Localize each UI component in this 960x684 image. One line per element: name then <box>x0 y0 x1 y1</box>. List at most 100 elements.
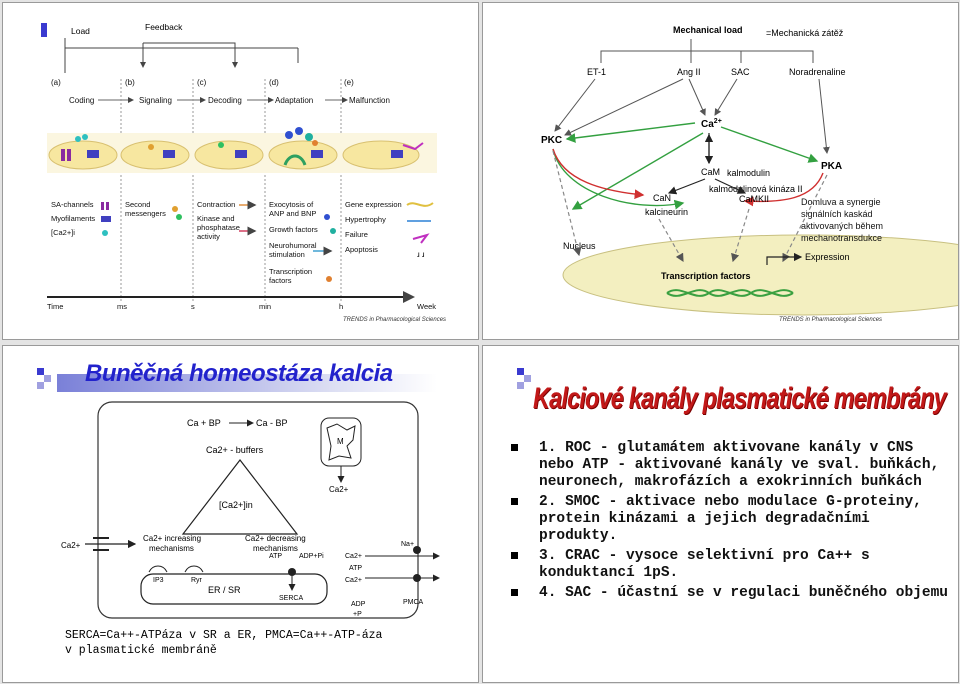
ca-outside-label: Ca2+ <box>61 541 81 550</box>
title-bar <box>57 374 437 392</box>
ang2-label: Ang II <box>677 67 701 77</box>
channel-list: 1. ROC - glutamátem aktivovane kanály v … <box>511 440 949 605</box>
slide-title: Buněčná homeostáza kalcia <box>85 360 393 387</box>
col-d-item-7: factors <box>269 276 292 285</box>
signaling-diagram: Nucleus Mechanical load =Mechanická zátě… <box>541 25 958 323</box>
pka-node: PKA <box>821 161 842 172</box>
kalmodulin-kinase-label: kalmodulinová kináza II <box>709 184 803 194</box>
feedback-label: Feedback <box>145 22 183 32</box>
exchanger-icon <box>413 546 421 554</box>
ca-exch2-label: Ca2+ <box>345 577 362 584</box>
atp2-label: ATP <box>349 565 362 572</box>
stage-c-name: Decoding <box>208 96 242 105</box>
col-d-item-5: stimulation <box>269 250 305 259</box>
cell-icons <box>48 127 424 170</box>
col-c-item-2: Kinase and <box>197 214 235 223</box>
et1-label: ET-1 <box>587 67 606 77</box>
ryr-label: Ryr <box>191 577 203 584</box>
col-c-item-1: Contraction <box>197 200 235 209</box>
nucleus-label: Nucleus <box>563 241 596 251</box>
list-item: 2. SMOC - aktivace nebo modulace G-prote… <box>511 494 949 545</box>
ca-in-label: [Ca2+]in <box>219 500 253 510</box>
serca-label: SERCA <box>279 595 303 602</box>
col-d-item-2: ANP and BNP <box>269 209 316 218</box>
increasing-line-2: mechanisms <box>149 544 194 553</box>
bullet-icon <box>511 444 518 451</box>
kalcineurin-label: kalcineurin <box>645 207 688 217</box>
note-line-3: aktivovaných během <box>801 221 883 231</box>
credit-text: TRENDS in Pharmacological Sciences <box>343 317 446 323</box>
timeline-label-5: Week <box>417 302 436 311</box>
caption: SERCA=Ca++-ATPáza v SR a ER, PMCA=Ca++-A… <box>65 628 382 658</box>
dna-helix-icon <box>666 289 794 297</box>
stage-b-letter: (b) <box>125 78 135 87</box>
stage-d-letter: (d) <box>269 78 279 87</box>
slide-marker-icon <box>517 368 531 389</box>
col-d-item-1: Exocytosis of <box>269 200 314 209</box>
credit-text-2: TRENDS in Pharmacological Sciences <box>779 317 882 323</box>
homeostasis-diagram: Ca + BP Ca - BP Ca2+ - buffers [Ca2+]in … <box>37 368 440 619</box>
bullet-icon <box>511 552 518 559</box>
transcription-label: Transcription factors <box>661 271 751 281</box>
stage-a-name: Coding <box>69 96 94 105</box>
bullet-icon <box>511 498 518 505</box>
can-node: CaN <box>653 193 671 203</box>
adp-p-line-1: ADP <box>351 601 366 608</box>
ip3-label: IP3 <box>153 577 164 584</box>
kalmodulin-label: kalmodulin <box>727 168 770 178</box>
slide-calcium-homeostasis: Ca + BP Ca - BP Ca2+ - buffers [Ca2+]in … <box>2 345 479 683</box>
er-sr-label: ER / SR <box>208 585 241 595</box>
stage-e-letter: (e) <box>344 78 354 87</box>
ca-bp2-label: Ca - BP <box>256 418 288 428</box>
mechanical-load-label: Mechanical load <box>673 25 743 35</box>
ca-bp-label: Ca + BP <box>187 418 221 428</box>
slide-calcium-channels: Kalciové kanály plasmatické membrány 1. … <box>482 345 959 683</box>
col-a-item-2: Myofilaments <box>51 214 95 223</box>
mito-m-label: M <box>337 437 344 446</box>
col-a-item-3: [Ca2+]i <box>51 228 75 237</box>
expression-label: Expression <box>805 252 850 262</box>
caption-line-2: v plasmatické membráně <box>65 644 217 657</box>
mito-ca-label: Ca2+ <box>329 485 349 494</box>
load-label: Load <box>71 26 90 36</box>
slide-marker-icon <box>37 368 51 389</box>
serca-pump-icon <box>288 568 296 576</box>
squiggle-icon: ɹ ɹ <box>417 250 425 259</box>
stage-a-letter: (a) <box>51 78 61 87</box>
list-item: 1. ROC - glutamátem aktivovane kanály v … <box>511 440 949 491</box>
slide-title: Kalciové kanály plasmatické membrány <box>533 382 947 415</box>
adp-p-line-2: +P <box>353 611 362 618</box>
slide-mechanotransduction-stages: Load Feedback (a) Coding (b) Signaling (… <box>2 2 479 340</box>
decreasing-line-2: mechanisms <box>253 544 298 553</box>
col-d-item-6: Transcription <box>269 267 312 276</box>
col-e-item-3: Failure <box>345 230 368 239</box>
cam-node: CaM <box>701 167 720 177</box>
timeline-label-0: Time <box>47 302 63 311</box>
atp-label: ATP <box>269 553 282 560</box>
timeline-label-4: h <box>339 302 343 311</box>
cell-membrane <box>97 401 419 619</box>
stage-d-name: Adaptation <box>275 96 313 105</box>
col-e-item-2: Hypertrophy <box>345 215 386 224</box>
timeline-label-1: ms <box>117 302 127 311</box>
note-line-2: signálních kaskád <box>801 209 873 219</box>
ca-node: Ca2+ <box>701 118 722 130</box>
note-line-1: Domluva a synergie <box>801 197 881 207</box>
decreasing-line-1: Ca2+ decreasing <box>245 534 306 543</box>
col-c-item-4: activity <box>197 232 220 241</box>
noradrenaline-label: Noradrenaline <box>789 67 846 77</box>
pkc-node: PKC <box>541 135 562 146</box>
homeostasis-triangle <box>181 459 299 535</box>
sac-label: SAC <box>731 67 750 77</box>
slide-calcium-signaling: Nucleus Mechanical load =Mechanická zátě… <box>482 2 959 340</box>
stage-c-letter: (c) <box>197 78 207 87</box>
col-e-item-4: Apoptosis <box>345 245 378 254</box>
col-b-item-2: messengers <box>125 209 166 218</box>
nucleus-shape <box>562 234 958 316</box>
col-a-item-1: SA-channels <box>51 200 94 209</box>
adp-pi-label: ADP+Pi <box>299 553 324 560</box>
slide-marker-icon <box>41 23 47 37</box>
timeline-label-3: min <box>259 302 271 311</box>
col-c-item-3: phosphatase <box>197 223 240 232</box>
stages-diagram: Load Feedback (a) Coding (b) Signaling (… <box>41 22 446 323</box>
